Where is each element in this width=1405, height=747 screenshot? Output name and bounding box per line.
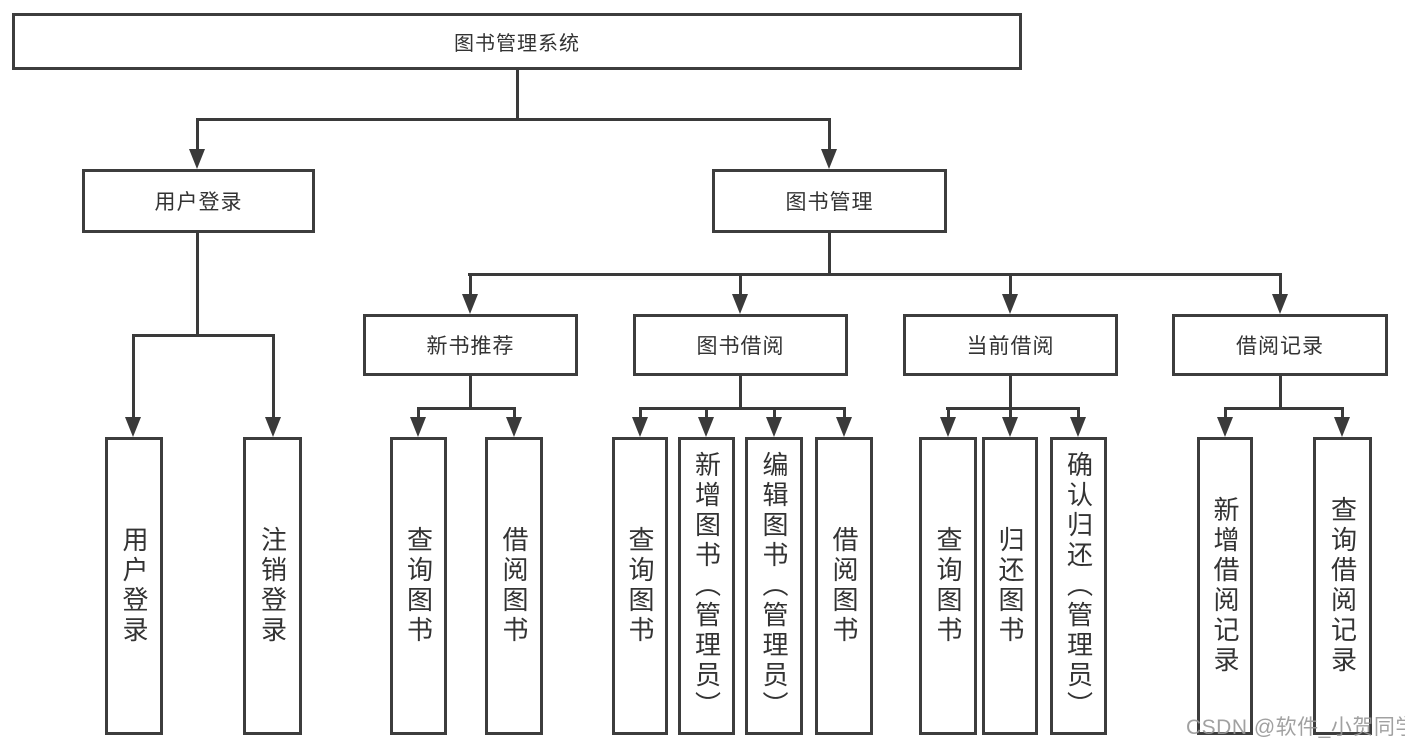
connector-line bbox=[1009, 376, 1012, 410]
connector-line bbox=[132, 334, 135, 421]
connector-line bbox=[1009, 273, 1012, 299]
connector-line bbox=[196, 233, 199, 337]
connector-line bbox=[1279, 273, 1282, 299]
connector-line bbox=[1279, 376, 1282, 410]
connector-line bbox=[1009, 407, 1012, 421]
node-label: 图书管理 bbox=[785, 191, 874, 214]
arrow-down-icon bbox=[1070, 417, 1086, 437]
leaf-return-books: 归还图书 bbox=[982, 437, 1038, 735]
connector-line bbox=[828, 118, 831, 153]
leaf-add-books-admin: 新增图书（管理员） bbox=[678, 437, 735, 735]
leaf-add-borrow-record: 新增借阅记录 bbox=[1197, 437, 1253, 735]
leaf-user-login: 用户登录 bbox=[105, 437, 163, 735]
arrow-down-icon bbox=[836, 417, 852, 437]
arrow-down-icon bbox=[462, 294, 478, 314]
connector-line bbox=[196, 118, 199, 153]
leaf-edit-books-admin: 编辑图书（管理员） bbox=[745, 437, 803, 735]
connector-line bbox=[739, 376, 742, 410]
arrow-down-icon bbox=[732, 294, 748, 314]
node-label: 用户登录 bbox=[119, 526, 149, 646]
arrow-down-icon bbox=[410, 417, 426, 437]
connector-line bbox=[773, 407, 776, 421]
connector-line bbox=[469, 273, 472, 299]
connector-line bbox=[1224, 407, 1227, 421]
node-label: 确认归还（管理员） bbox=[1063, 451, 1094, 721]
connector-line bbox=[1341, 407, 1344, 421]
node-label: 查询图书 bbox=[933, 526, 963, 646]
arrow-down-icon bbox=[1217, 417, 1233, 437]
node-label: 查询图书 bbox=[625, 526, 655, 646]
arrow-down-icon bbox=[189, 149, 205, 169]
arrow-down-icon bbox=[265, 417, 281, 437]
connector-line bbox=[1224, 407, 1344, 410]
arrow-down-icon bbox=[1272, 294, 1288, 314]
node-user-login: 用户登录 bbox=[82, 169, 315, 233]
node-borrowing-records: 借阅记录 bbox=[1172, 314, 1388, 376]
node-library-management-system: 图书管理系统 bbox=[12, 13, 1022, 70]
node-book-borrowing: 图书借阅 bbox=[633, 314, 848, 376]
node-label: 编辑图书（管理员） bbox=[759, 451, 789, 721]
connector-line bbox=[705, 407, 708, 421]
leaf-borrow-books-recommend: 借阅图书 bbox=[485, 437, 543, 735]
arrow-down-icon bbox=[1334, 417, 1350, 437]
connector-line bbox=[469, 376, 472, 410]
node-label: 借阅图书 bbox=[499, 526, 529, 646]
arrow-down-icon bbox=[632, 417, 648, 437]
leaf-query-books-borrowing: 查询图书 bbox=[612, 437, 668, 735]
node-label: 当前借阅 bbox=[966, 335, 1055, 358]
node-current-borrowing: 当前借阅 bbox=[903, 314, 1118, 376]
node-new-book-recommend: 新书推荐 bbox=[363, 314, 578, 376]
node-book-management: 图书管理 bbox=[712, 169, 947, 233]
arrow-down-icon bbox=[1002, 417, 1018, 437]
connector-line bbox=[417, 407, 516, 410]
arrow-down-icon bbox=[698, 417, 714, 437]
leaf-logout: 注销登录 bbox=[243, 437, 302, 735]
leaf-query-borrow-record: 查询借阅记录 bbox=[1313, 437, 1372, 735]
leaf-query-books-recommend: 查询图书 bbox=[390, 437, 447, 735]
connector-line bbox=[947, 407, 950, 421]
node-label: 查询借阅记录 bbox=[1327, 496, 1358, 676]
node-label: 查询图书 bbox=[403, 526, 434, 646]
node-label: 用户登录 bbox=[154, 191, 243, 214]
connector-line bbox=[639, 407, 846, 410]
connector-line bbox=[468, 273, 1282, 276]
leaf-query-books-current: 查询图书 bbox=[919, 437, 977, 735]
node-label: 图书管理系统 bbox=[454, 33, 580, 55]
connector-line bbox=[513, 407, 516, 421]
connector-line bbox=[417, 407, 420, 421]
leaf-borrow-books: 借阅图书 bbox=[815, 437, 873, 735]
connector-line bbox=[132, 334, 275, 337]
node-label: 图书借阅 bbox=[696, 335, 785, 358]
connector-line bbox=[639, 407, 642, 421]
node-label: 借阅记录 bbox=[1236, 335, 1324, 358]
watermark-text: CSDN @软件_小贺同学 bbox=[1186, 716, 1405, 739]
connector-line bbox=[272, 334, 275, 421]
node-label: 新增借阅记录 bbox=[1210, 496, 1240, 676]
node-label: 借阅图书 bbox=[829, 526, 859, 646]
connector-line bbox=[516, 70, 519, 121]
node-label: 新增图书（管理员） bbox=[691, 451, 722, 721]
node-label: 归还图书 bbox=[995, 526, 1025, 646]
connector-line bbox=[196, 118, 831, 121]
node-label: 注销登录 bbox=[257, 526, 288, 646]
arrow-down-icon bbox=[1002, 294, 1018, 314]
connector-line bbox=[739, 273, 742, 299]
connector-line bbox=[946, 407, 1080, 410]
connector-line bbox=[843, 407, 846, 421]
arrow-down-icon bbox=[940, 417, 956, 437]
arrow-down-icon bbox=[766, 417, 782, 437]
arrow-down-icon bbox=[125, 417, 141, 437]
connector-line bbox=[828, 233, 831, 276]
node-label: 新书推荐 bbox=[426, 335, 515, 358]
arrow-down-icon bbox=[506, 417, 522, 437]
leaf-confirm-return-admin: 确认归还（管理员） bbox=[1050, 437, 1107, 735]
connector-line bbox=[1077, 407, 1080, 421]
arrow-down-icon bbox=[821, 149, 837, 169]
